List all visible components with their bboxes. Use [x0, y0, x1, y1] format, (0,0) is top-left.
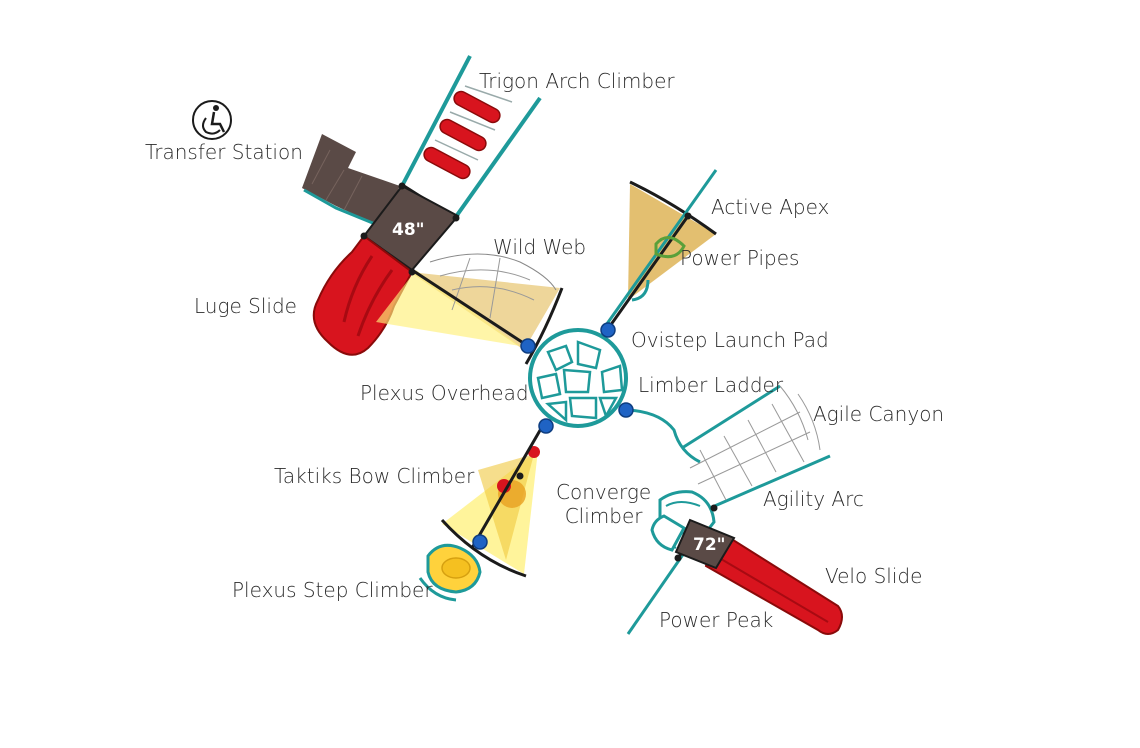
- label-ovistep-launch-pad: Ovistep Launch Pad: [631, 328, 829, 352]
- transfer-station-structure: [302, 134, 400, 228]
- label-transfer-station: Transfer Station: [145, 140, 303, 164]
- plexus-overhead: [528, 328, 628, 428]
- label-plexus-step-climber: Plexus Step Climber: [232, 578, 433, 602]
- wild-web: [376, 253, 564, 365]
- label-wild-web: Wild Web: [493, 235, 587, 259]
- taktiks-bow-climber: [440, 419, 548, 578]
- agile-canyon: [627, 384, 831, 510]
- label-power-pipes: Power Pipes: [680, 246, 800, 270]
- label-agility-arc: Agility Arc: [763, 487, 864, 511]
- blue-clamps: [472, 322, 634, 550]
- lower-deck-height: 72": [693, 535, 726, 555]
- label-plexus-overhead: Plexus Overhead: [360, 381, 529, 405]
- upper-deck-height: 48": [392, 220, 425, 240]
- label-velo-slide: Velo Slide: [825, 564, 923, 588]
- luge-slide: [312, 234, 414, 356]
- label-power-peak: Power Peak: [659, 608, 774, 632]
- plexus-step-climber: [418, 543, 482, 602]
- active-apex: [602, 169, 718, 329]
- lower-deck: [674, 518, 736, 570]
- label-trigon-arch-climber: Trigon Arch Climber: [479, 69, 675, 93]
- label-luge-slide: Luge Slide: [194, 294, 297, 318]
- joint-dots: [360, 182, 718, 562]
- label-agile-canyon: Agile Canyon: [813, 402, 945, 426]
- label-active-apex: Active Apex: [711, 195, 830, 219]
- label-converge-climber: Converge Climber: [556, 480, 652, 528]
- label-limber-ladder: Limber Ladder: [638, 373, 784, 397]
- wheelchair-icon: [192, 100, 232, 140]
- label-taktiks-bow-climber: Taktiks Bow Climber: [274, 464, 475, 488]
- velo-slide: [704, 536, 843, 635]
